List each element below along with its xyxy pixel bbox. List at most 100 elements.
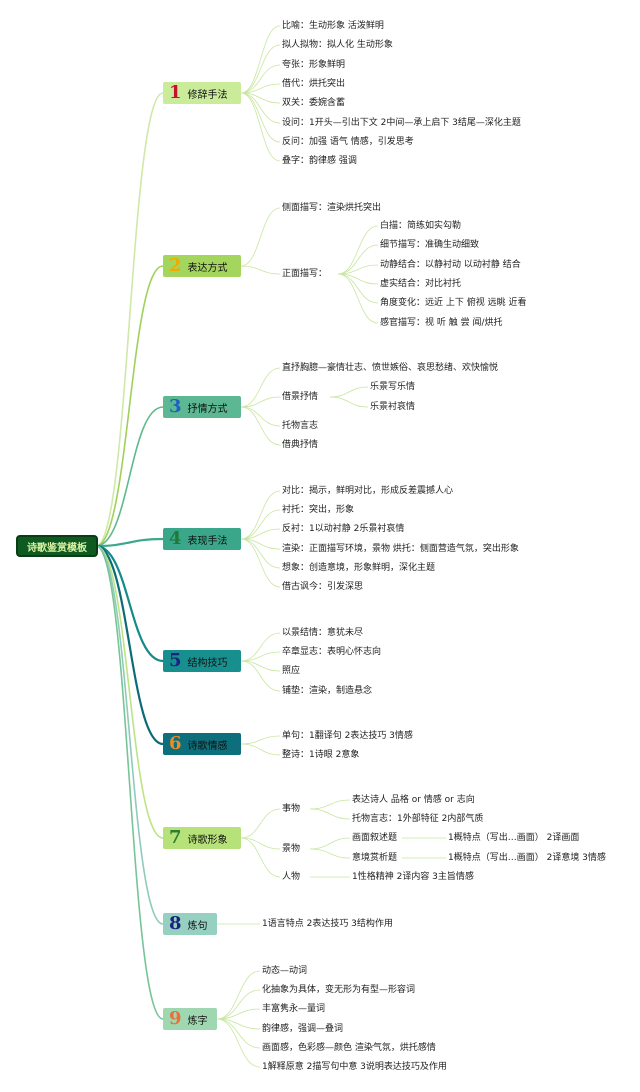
sub-sub-item: 1概特点（写出…画面） 2译画面 xyxy=(448,833,580,843)
leaf-connector xyxy=(240,396,281,408)
sub-item: 托物言志：1外部特征 2内部气质 xyxy=(352,814,484,824)
trunk-connector xyxy=(95,537,164,548)
trunk-connector xyxy=(95,545,164,925)
leaf-item: 衬托：突出，形象 xyxy=(282,505,355,515)
sub-item: 意境赏析题 xyxy=(352,853,398,863)
leaf-item: 叠字：韵律感 强调 xyxy=(282,156,357,166)
branch-number: 6 xyxy=(169,733,182,754)
branch-title: 抒情方式 xyxy=(187,403,228,415)
branch-number: 3 xyxy=(169,396,182,417)
sub-item: 1性格精神 2译内容 3主旨情感 xyxy=(352,872,474,882)
branch-number: 2 xyxy=(169,255,182,276)
leaf-item: 借代：烘托突出 xyxy=(282,79,346,89)
branch-title: 诗歌形象 xyxy=(187,834,228,846)
leaf-item: 照应 xyxy=(282,666,301,676)
leaf-connector xyxy=(240,83,281,94)
leaf-item: 韵律感，强调—叠词 xyxy=(262,1024,344,1034)
root-node[interactable]: 诗歌鉴赏模板 xyxy=(16,535,98,557)
leaf-connector xyxy=(240,367,281,408)
leaf-item: 人物 xyxy=(282,872,301,882)
leaf-item: 整诗：1诗眼 2意象 xyxy=(282,750,360,760)
branch-node-7[interactable]: 7 诗歌形象 xyxy=(163,827,241,849)
branch-node-1[interactable]: 1 修辞手法 xyxy=(163,82,241,104)
leaf-item: 景物 xyxy=(282,844,301,854)
leaf-item: 借景抒情 xyxy=(282,392,319,402)
leaf-item: 正面描写： xyxy=(282,269,328,279)
leaf-connector xyxy=(240,538,281,588)
leaf-item: 拟人拟物：拟人化 生动形象 xyxy=(282,40,393,50)
leaf-connector xyxy=(240,660,281,672)
sub-item: 虚实结合：对比衬托 xyxy=(380,279,462,289)
trunk-connector xyxy=(95,544,164,663)
sub-item: 动静结合：以静衬动 以动衬静 结合 xyxy=(380,260,521,270)
trunk-connector xyxy=(95,265,164,547)
branch-number: 9 xyxy=(169,1008,182,1029)
leaf-connector xyxy=(337,225,379,275)
leaf-connector xyxy=(309,848,351,859)
branch-number: 7 xyxy=(169,827,182,848)
leaf-connector xyxy=(240,64,281,94)
branch-node-5[interactable]: 5 结构技巧 xyxy=(163,650,241,672)
branch-title: 表达方式 xyxy=(187,262,228,274)
sub-item: 乐景衬哀情 xyxy=(370,402,416,412)
root-label: 诗歌鉴赏模板 xyxy=(27,542,87,554)
leaf-item: 比喻：生动形象 活泼鲜明 xyxy=(282,21,384,31)
leaf-connector xyxy=(240,651,281,662)
leaf-connector xyxy=(309,808,351,820)
leaf-connector xyxy=(240,632,281,662)
leaf-item: 单句：1翻译句 2表达技巧 3情感 xyxy=(282,731,413,741)
leaf-item: 双关：委婉含蓄 xyxy=(282,98,346,108)
leaf-item: 借古讽今：引发深思 xyxy=(282,582,364,592)
leaf-item: 对比：揭示，鲜明对比，形成反差震撼人心 xyxy=(282,486,454,496)
leaf-connector xyxy=(240,490,281,540)
leaf-item: 动态—动词 xyxy=(262,966,308,976)
leaf-connector xyxy=(329,386,369,398)
branch-number: 8 xyxy=(169,913,182,934)
branch-node-9[interactable]: 9 炼字 xyxy=(163,1008,217,1030)
trunk-connector xyxy=(95,406,164,547)
leaf-connector xyxy=(216,1018,261,1068)
branch-node-8[interactable]: 8 炼句 xyxy=(163,913,217,935)
leaf-connector xyxy=(240,25,281,94)
leaf-connector xyxy=(240,743,281,756)
leaf-connector xyxy=(337,244,379,275)
sub-item: 乐景写乐情 xyxy=(370,382,416,392)
leaf-connector xyxy=(240,837,281,878)
leaf-connector xyxy=(240,265,281,275)
leaf-connector xyxy=(337,264,379,275)
sub-sub-item: 1概特点（写出…画面） 2译意境 3情感 xyxy=(448,853,606,863)
branch-title: 修辞手法 xyxy=(187,89,228,101)
leaf-item: 托物言志 xyxy=(282,421,319,431)
leaf-item: 铺垫：渲染，制造悬念 xyxy=(282,686,373,696)
leaf-connector xyxy=(216,970,261,1020)
leaf-connector xyxy=(240,808,281,839)
sub-item: 感官描写：视 听 触 尝 闻/烘托 xyxy=(380,318,503,328)
leaf-connector xyxy=(240,44,281,94)
leaf-item: 夸张：形象鲜明 xyxy=(282,60,346,70)
branch-node-4[interactable]: 4 表现手法 xyxy=(163,528,241,550)
sub-item: 细节描写：准确生动细致 xyxy=(380,240,480,250)
trunk-connector xyxy=(95,92,164,547)
branch-number: 4 xyxy=(169,528,182,549)
leaf-item: 想象：创造意境，形象鲜明，深化主题 xyxy=(282,563,436,573)
branch-number: 5 xyxy=(169,650,182,671)
leaf-item: 画面感，色彩感—颜色 渲染气氛，烘托感情 xyxy=(262,1043,436,1053)
leaf-connector xyxy=(240,509,281,540)
leaf-connector xyxy=(240,660,281,692)
branch-node-3[interactable]: 3 抒情方式 xyxy=(163,396,241,418)
leaf-item: 卒章显志：表明心怀志向 xyxy=(282,647,382,657)
leaf-connector xyxy=(240,735,281,745)
branch-number: 1 xyxy=(169,82,182,103)
sub-item: 角度变化：远近 上下 俯视 远眺 近看 xyxy=(380,298,527,308)
leaf-item: 反衬：1以动衬静 2乐景衬哀情 xyxy=(282,524,405,534)
trunk-connector xyxy=(95,545,164,839)
leaf-item: 借典抒情 xyxy=(282,440,319,450)
branch-node-6[interactable]: 6 诗歌情感 xyxy=(163,733,241,755)
leaf-connector xyxy=(240,406,281,427)
leaf-item: 设问：1开头—引出下文 2中间—承上启下 3结尾—深化主题 xyxy=(282,118,521,128)
branch-node-2[interactable]: 2 表达方式 xyxy=(163,255,241,277)
leaf-item: 以景结情：意犹未尽 xyxy=(282,628,364,638)
leaf-item: 直抒胸臆—豪情壮志、愤世嫉俗、哀思愁绪、欢快愉悦 xyxy=(282,363,499,373)
trunk-connector xyxy=(95,545,164,1020)
branch-title: 炼字 xyxy=(187,1015,208,1027)
